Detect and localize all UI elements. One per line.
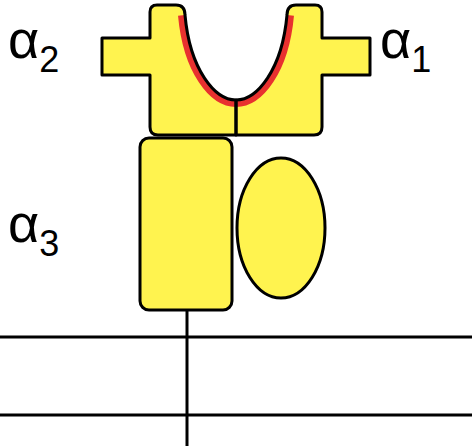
domain-label: α1 [380,12,431,66]
label-symbol: α [8,193,39,253]
label-subscript: 1 [411,39,431,80]
transmembrane-stem [186,308,189,446]
membrane-line [0,414,472,417]
alpha1-outline [236,5,370,135]
alpha3-domain [140,138,232,310]
groove-space [184,0,288,100]
domain-label: α2 [8,12,59,66]
label-symbol: α [380,9,411,69]
domain-label: α3 [8,196,59,250]
membrane-line [0,336,472,339]
label-subscript: 3 [39,223,59,264]
beta2m-domain [237,158,325,298]
alpha2-outline [102,5,236,135]
label-symbol: α [8,9,39,69]
label-subscript: 2 [39,39,59,80]
